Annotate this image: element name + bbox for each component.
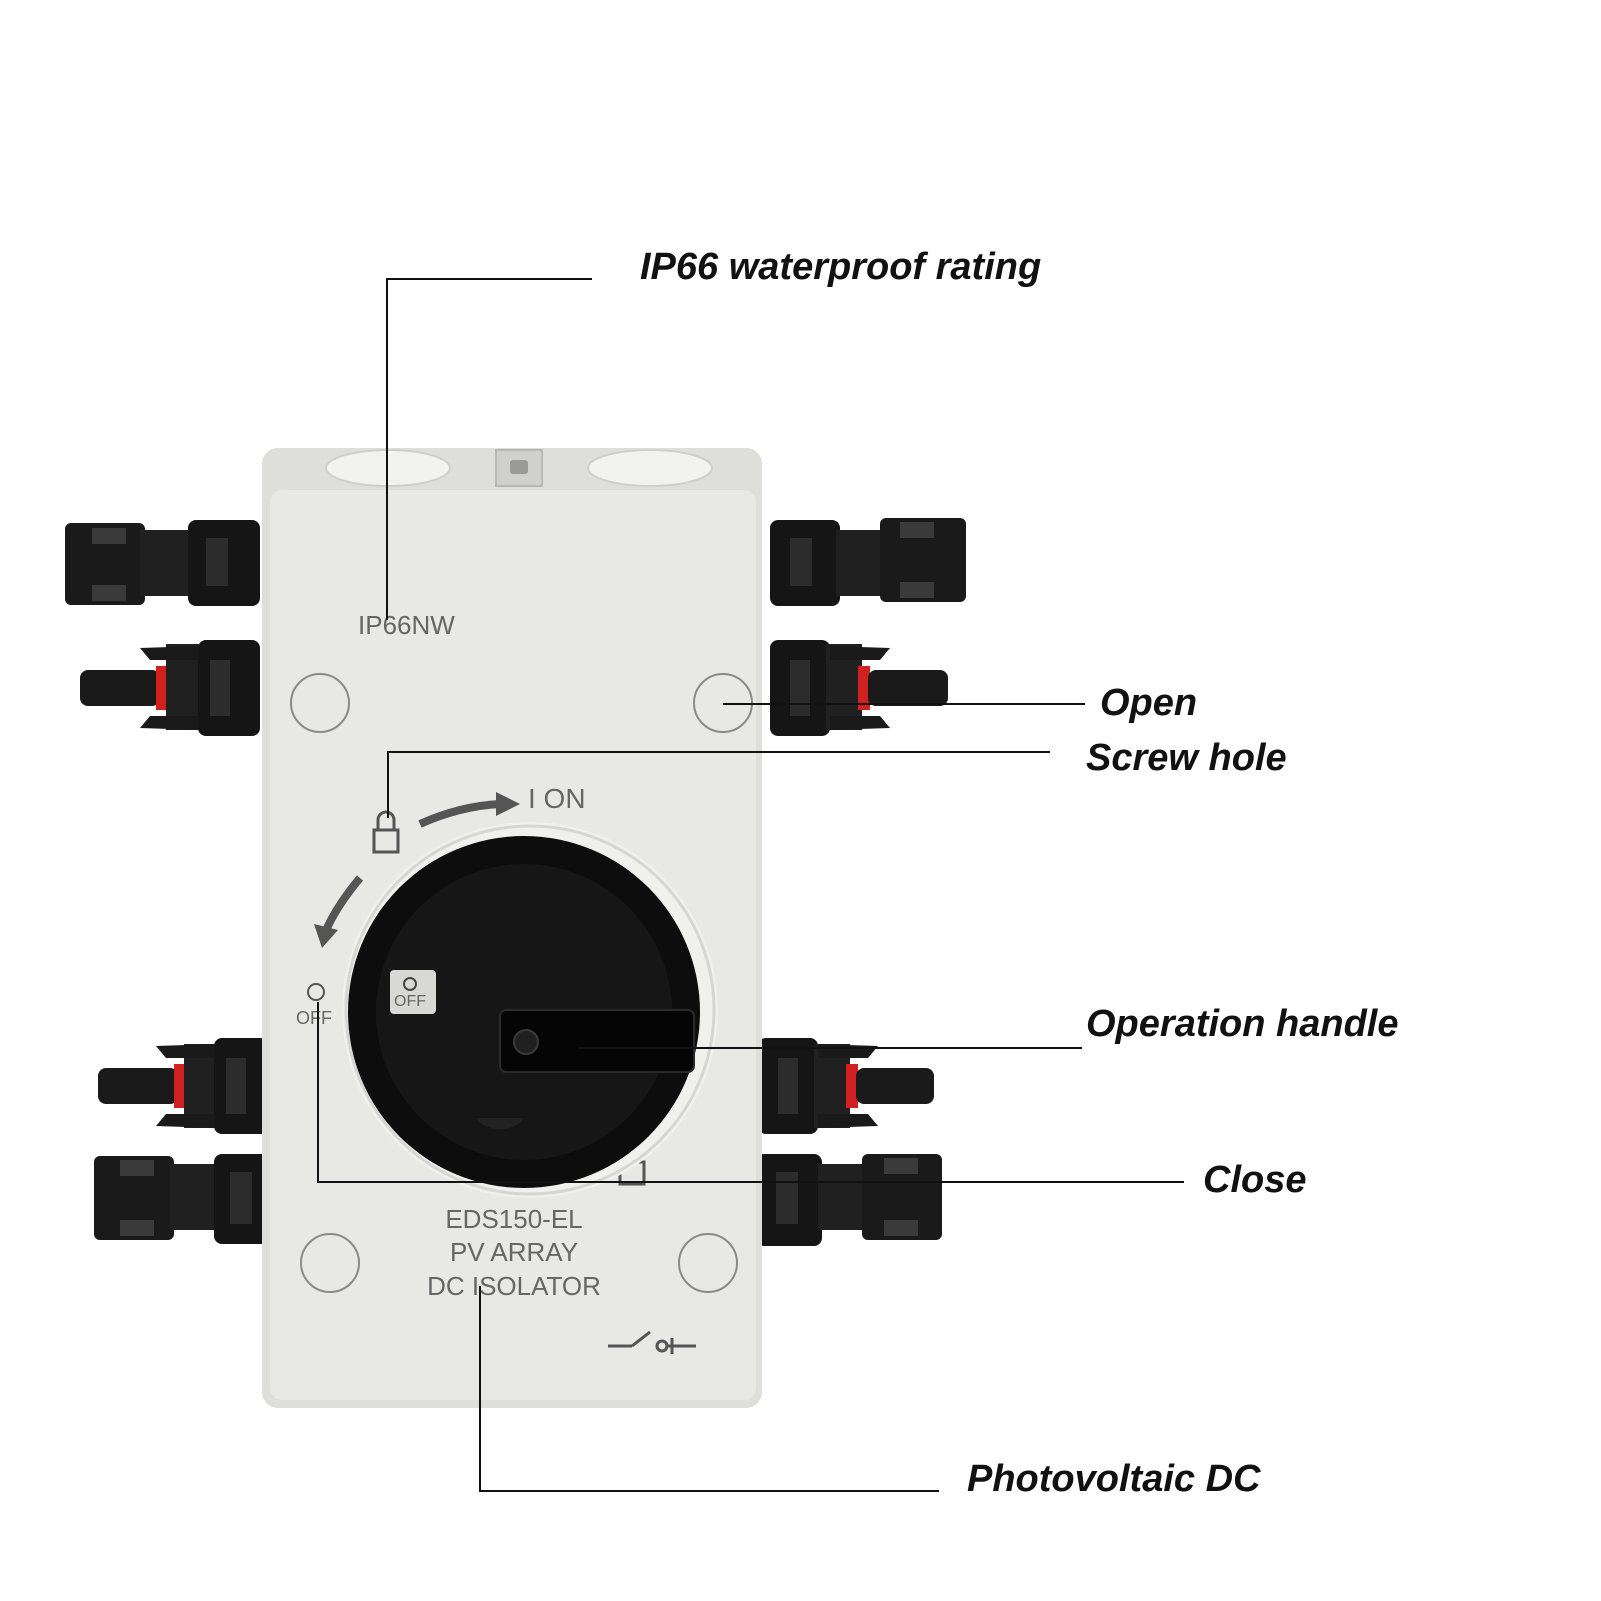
leader-line-screw-hole bbox=[387, 751, 1050, 818]
gland-port-right bbox=[587, 449, 713, 487]
leader-line-close bbox=[317, 1002, 1184, 1183]
connector-bottom-right-female bbox=[756, 1154, 942, 1246]
callout-photovoltaic-dc: Photovoltaic DC bbox=[967, 1458, 1261, 1500]
switch-symbol-icon bbox=[608, 1330, 696, 1354]
connector-top-left-female bbox=[65, 520, 260, 606]
arrow-to-on-icon bbox=[418, 800, 501, 828]
operation-handle-bar bbox=[499, 1009, 695, 1073]
model-label: EDS150-EL bbox=[445, 1204, 582, 1234]
dc-isolator-label: DC ISOLATOR bbox=[427, 1271, 601, 1301]
arrow-to-off-icon bbox=[322, 875, 364, 932]
callout-screw-hole: Screw hole bbox=[1086, 737, 1287, 779]
connector-upper-left-male bbox=[80, 640, 260, 736]
padlock-icon-top bbox=[372, 810, 400, 854]
leader-line-ip66 bbox=[386, 278, 592, 620]
callout-open: Open bbox=[1100, 682, 1198, 724]
screw-hole-bottom-left bbox=[300, 1233, 360, 1293]
knob-off-window-text: OFF bbox=[394, 993, 426, 1010]
off-symbol-icon bbox=[307, 983, 325, 1001]
ip66nw-mark: IP66NW bbox=[358, 610, 455, 640]
arrow-head-on bbox=[496, 792, 520, 816]
screw-hole-top-left bbox=[290, 673, 350, 733]
callout-ip66-waterproof-rating: IP66 waterproof rating bbox=[640, 246, 1042, 288]
off-label: OFF bbox=[296, 1008, 332, 1028]
connector-lower-left-male bbox=[98, 1038, 272, 1134]
leader-line-photovoltaic-dc bbox=[479, 1286, 939, 1492]
callout-operation-handle: Operation handle bbox=[1086, 1003, 1399, 1045]
operation-knob: OFF bbox=[342, 822, 718, 1198]
on-label: I ON bbox=[528, 783, 586, 814]
callout-close: Close bbox=[1203, 1159, 1307, 1201]
pv-array-label: PV ARRAY bbox=[450, 1237, 578, 1267]
connector-bottom-left-female bbox=[94, 1154, 278, 1244]
connector-top-right-female bbox=[770, 518, 966, 606]
connector-upper-right-male bbox=[770, 640, 948, 736]
connector-lower-right-male bbox=[758, 1038, 934, 1134]
screw-hole-bottom-right bbox=[678, 1233, 738, 1293]
handle-screw-icon bbox=[513, 1029, 539, 1055]
arrow-head-off bbox=[314, 924, 338, 948]
